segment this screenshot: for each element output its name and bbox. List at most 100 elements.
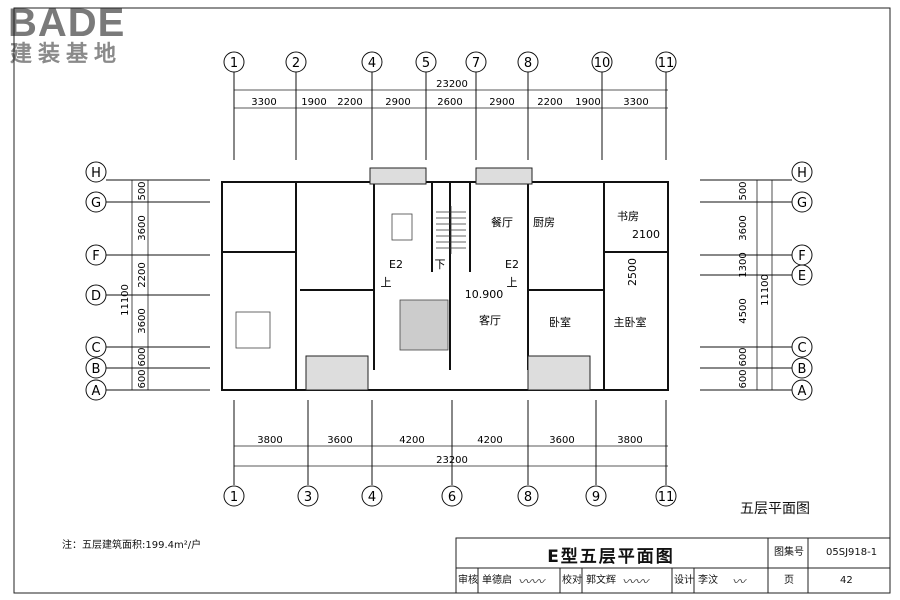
dim-2100: 2100 [632, 228, 660, 241]
dim-right: 3600 [738, 215, 749, 240]
dim-left-total: 11100 [120, 284, 131, 316]
axis-label: C [91, 341, 100, 356]
dim-right-total: 11100 [760, 274, 771, 306]
axis-label: 6 [448, 490, 456, 505]
dim-right: 4500 [738, 298, 749, 323]
reviewer-name: 单德启 [482, 575, 512, 586]
axis-label: H [91, 166, 101, 181]
review-label: 审核 [458, 575, 478, 586]
dim-bottom: 4200 [477, 435, 502, 446]
dims-bottom: 3800 3600 4200 4200 3600 3800 23200 [257, 435, 642, 466]
axis-label: 4 [368, 490, 376, 505]
dim-top: 1900 [301, 97, 326, 108]
axis-label: 11 [658, 490, 675, 505]
dim-right: 500 [738, 181, 749, 200]
up-label-right: 上 [507, 276, 518, 289]
axis-label: C [797, 341, 806, 356]
room-living: 客厅 [479, 313, 501, 327]
dim-top: 1900 [575, 97, 600, 108]
axes-bottom-group [223, 400, 677, 507]
axis-label: E [798, 269, 806, 284]
dim-left: 600 [137, 369, 148, 388]
dim-right: 600 [738, 369, 749, 388]
stair-label-left: E2 [389, 258, 403, 271]
designer-name: 李汶 [698, 575, 718, 586]
building-walls [221, 181, 669, 391]
dim-left: 3600 [137, 308, 148, 333]
page-label: 页 [784, 575, 794, 586]
axes-left-group [85, 161, 210, 401]
dim-left: 2200 [137, 262, 148, 287]
dim-left: 600 [137, 347, 148, 366]
page-number: 42 [840, 575, 853, 586]
axis-label: F [92, 249, 99, 264]
dim-top: 2200 [337, 97, 362, 108]
dim-bottom: 3600 [549, 435, 574, 446]
dim-top: 2200 [537, 97, 562, 108]
dims-top: 23200 3300 1900 2200 2900 2600 2900 2200… [251, 79, 648, 108]
axis-label: H [797, 166, 807, 181]
up-label-left: 上 [381, 276, 392, 289]
dim-top: 3300 [251, 97, 276, 108]
room-labels: 餐厅 厨房 书房 客厅 卧室 主卧室 E2 E2 上 上 下 10.900 21… [381, 210, 661, 329]
bed [235, 311, 271, 349]
axes-right-group [700, 161, 813, 401]
dim-bottom: 3800 [257, 435, 282, 446]
axis-label: 1 [230, 490, 238, 505]
logo-chinese: 建装基地 [10, 42, 123, 67]
axis-label: A [92, 384, 101, 399]
room-study: 书房 [617, 210, 639, 223]
title-block-lines [455, 537, 891, 594]
atlas-label: 图集号 [774, 547, 804, 558]
dims-left: 500 3600 2200 3600 600 600 11100 [120, 181, 148, 388]
dim-left: 500 [137, 181, 148, 200]
axes-top-group [223, 51, 677, 160]
dim-top: 2900 [489, 97, 514, 108]
title-block-title: E型五层平面图 [547, 547, 675, 567]
dim-bottom: 4200 [399, 435, 424, 446]
room-bedroom: 卧室 [549, 315, 571, 329]
atlas-number: 05SJ918-1 [826, 547, 878, 558]
dim-left: 3600 [137, 215, 148, 240]
dim-top: 2600 [437, 97, 462, 108]
axis-label: 8 [524, 56, 532, 71]
axes-left-labels: H G F D C B A [91, 166, 101, 399]
room-master: 主卧室 [614, 315, 647, 329]
dim-top-total: 23200 [436, 79, 468, 90]
sheet-border [13, 7, 891, 594]
axis-label: B [798, 362, 807, 377]
down-label: 下 [435, 258, 446, 271]
living-rug [399, 299, 449, 351]
axis-label: 9 [592, 490, 600, 505]
axis-label: 3 [304, 490, 312, 505]
axis-label: 11 [658, 56, 675, 71]
dim-right: 600 [738, 347, 749, 366]
dining-table [391, 213, 413, 241]
axis-label: G [797, 196, 807, 211]
room-dining: 餐厅 [491, 215, 513, 229]
stair-label-right: E2 [505, 258, 519, 271]
checker-signature: 〰〰 [622, 575, 649, 590]
axis-label: B [92, 362, 101, 377]
elevation-label: 10.900 [465, 288, 504, 301]
dim-right: 1300 [738, 252, 749, 277]
design-label: 设计 [674, 575, 694, 586]
view-title: 五层平面图 [740, 501, 810, 517]
axis-label: F [798, 249, 805, 264]
dim-bottom: 3800 [617, 435, 642, 446]
dim-bottom: 3600 [327, 435, 352, 446]
axis-label: D [91, 289, 101, 304]
check-label: 校对 [562, 575, 582, 586]
designer-signature: 〰 [732, 575, 746, 590]
axis-label: 1 [230, 56, 238, 71]
dim-2500: 2500 [626, 258, 639, 286]
axis-label: 8 [524, 490, 532, 505]
dims-right: 500 3600 1300 4500 600 600 11100 [738, 181, 771, 388]
axis-label: 5 [422, 56, 430, 71]
stair-treads [436, 206, 466, 254]
checker-name: 郭文辉 [586, 575, 616, 586]
axis-label: G [91, 196, 101, 211]
area-note: 注：五层建筑面积:199.4m²/户 [62, 540, 202, 551]
reviewer-signature: 〰〰 [518, 575, 545, 590]
